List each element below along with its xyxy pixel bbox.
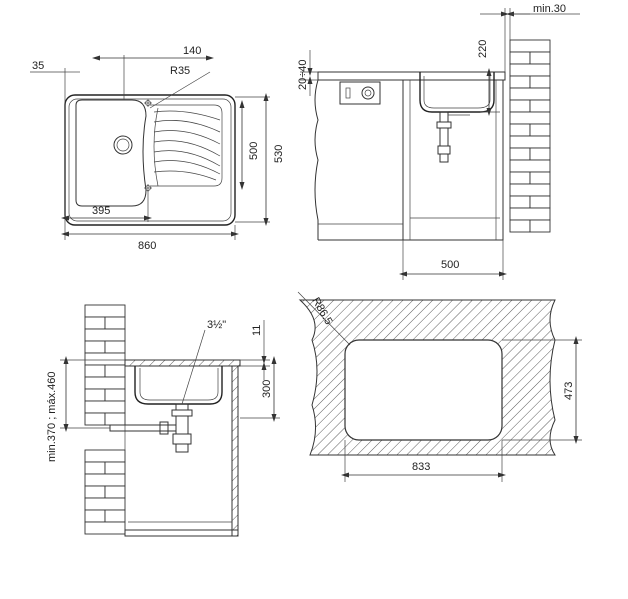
dim-140: 140 xyxy=(183,45,201,57)
dim-height-range: min.370 ; máx.460 xyxy=(46,372,58,463)
top-view: 35 140 R35 500 530 395 860 xyxy=(30,45,285,252)
bowl-section xyxy=(419,72,495,113)
wall-bricks-side xyxy=(509,39,551,233)
sink-bowl-section xyxy=(134,366,223,405)
cabinet-side xyxy=(231,365,239,537)
dim-860: 860 xyxy=(138,240,156,252)
dim-500-side: 500 xyxy=(441,259,459,271)
drain-inner xyxy=(116,138,130,152)
countertop xyxy=(317,71,506,81)
install-view: 3½" 11 300 min.370 ; máx.460 xyxy=(46,304,280,537)
knob-icon xyxy=(361,86,375,100)
sink-bowl xyxy=(75,99,147,207)
cabinet xyxy=(402,79,504,241)
drainer-outline xyxy=(150,104,223,187)
siphon-top xyxy=(439,111,449,123)
cutout-view: R86.5 473 833 xyxy=(297,291,582,482)
dim-min30: min.30 xyxy=(533,3,566,15)
countertop-section xyxy=(124,359,241,367)
side-view: min.30 220 20÷40 500 xyxy=(297,3,580,280)
appliance-front xyxy=(339,81,381,105)
dim-35: 35 xyxy=(32,60,44,72)
dim-473: 473 xyxy=(563,382,575,400)
sink-rim xyxy=(68,98,232,222)
cutout-opening xyxy=(344,339,503,441)
drain-outer xyxy=(113,135,133,155)
dim-pipe-size: 3½" xyxy=(207,319,226,331)
dim-r35: R35 xyxy=(170,65,190,77)
dim-220: 220 xyxy=(477,40,489,58)
dim-500-top: 500 xyxy=(248,142,260,160)
wall-bricks-lower xyxy=(84,449,126,535)
dim-20-40: 20÷40 xyxy=(297,59,309,90)
dim-11: 11 xyxy=(251,325,263,336)
dim-395: 395 xyxy=(92,205,110,217)
waste-pipe xyxy=(109,424,177,432)
dim-300: 300 xyxy=(261,380,273,398)
wall-bricks-upper xyxy=(84,304,126,426)
siphon-install xyxy=(175,403,189,411)
drainer-grooves xyxy=(153,107,221,187)
dim-833: 833 xyxy=(412,461,430,473)
dim-530: 530 xyxy=(273,145,285,163)
